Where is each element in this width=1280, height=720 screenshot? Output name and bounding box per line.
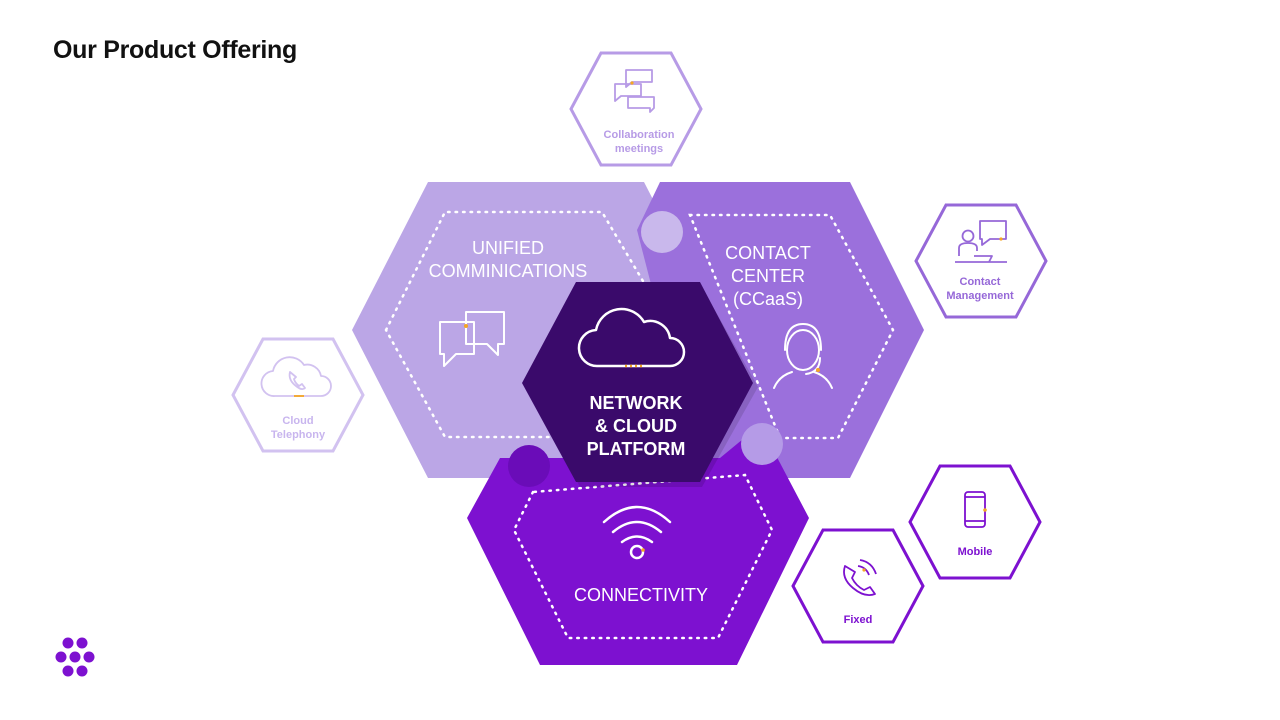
hex-unified-label-line1: UNIFIED	[472, 238, 544, 258]
hex-connectivity-dotted-outline	[512, 473, 774, 640]
hex-connectivity[interactable]: CONNECTIVITY	[467, 423, 809, 665]
satellite-collaboration-label-line1: Collaboration	[604, 129, 675, 141]
chat-bubbles-icon	[439, 311, 505, 367]
headset-agent-icon	[773, 322, 833, 389]
phone-handset-icon	[843, 559, 877, 597]
puzzle-knob-right	[741, 423, 783, 465]
satellite-contact-management[interactable]: Contact Management	[914, 203, 1048, 319]
satellite-cloud-telephony-label-line1: Cloud	[282, 415, 313, 427]
puzzle-knob-left	[508, 445, 550, 487]
hex-network-label-line3: PLATFORM	[587, 439, 686, 459]
satellite-collaboration-label-line2: meetings	[615, 143, 663, 155]
chat-messages-icon	[614, 69, 655, 113]
hex-network-shape	[522, 282, 753, 482]
satellite-cloud-telephony-label-line2: Telephony	[271, 429, 326, 441]
satellite-contact-management-label-line2: Management	[946, 290, 1014, 302]
hex-network-label-line1: NETWORK	[590, 393, 683, 413]
wifi-icon	[602, 505, 672, 560]
mobile-phone-icon	[964, 491, 987, 528]
cloud-phone-icon	[260, 356, 332, 397]
satellite-contact-management-label-line1: Contact	[960, 276, 1001, 288]
hex-network-cloud-platform[interactable]: NETWORK & CLOUD PLATFORM	[522, 282, 758, 487]
satellite-cloud-telephony[interactable]: Cloud Telephony	[231, 337, 365, 453]
satellite-mobile-outline	[908, 464, 1042, 580]
satellite-collaboration-meetings[interactable]: Collaboration meetings	[569, 51, 703, 167]
agent-chat-icon	[955, 220, 1007, 263]
satellite-cloud-telephony-outline	[231, 337, 365, 453]
satellite-fixed[interactable]: Fixed	[791, 528, 925, 644]
dots-logo-icon	[55, 637, 95, 677]
hex-contact-center-label-line1: CONTACT	[725, 243, 811, 263]
satellite-mobile-label: Mobile	[958, 546, 993, 558]
satellite-collaboration-outline	[569, 51, 703, 167]
cloud-icon	[577, 307, 686, 368]
satellite-mobile[interactable]: Mobile	[908, 464, 1042, 580]
satellite-fixed-label: Fixed	[844, 614, 873, 626]
hex-contact-center-dotted-outline	[688, 213, 895, 440]
hex-contact-center-label-line3: (CCaaS)	[733, 289, 803, 309]
hex-connectivity-label: CONNECTIVITY	[574, 585, 708, 605]
satellite-contact-management-outline	[914, 203, 1048, 319]
hex-network-label-line2: & CLOUD	[595, 416, 677, 436]
hex-contact-center-label-line2: CENTER	[731, 266, 805, 286]
page-title: Our Product Offering	[53, 36, 298, 64]
hex-unified-label-line2: COMMINICATIONS	[429, 261, 588, 281]
puzzle-knob-top	[641, 211, 683, 253]
